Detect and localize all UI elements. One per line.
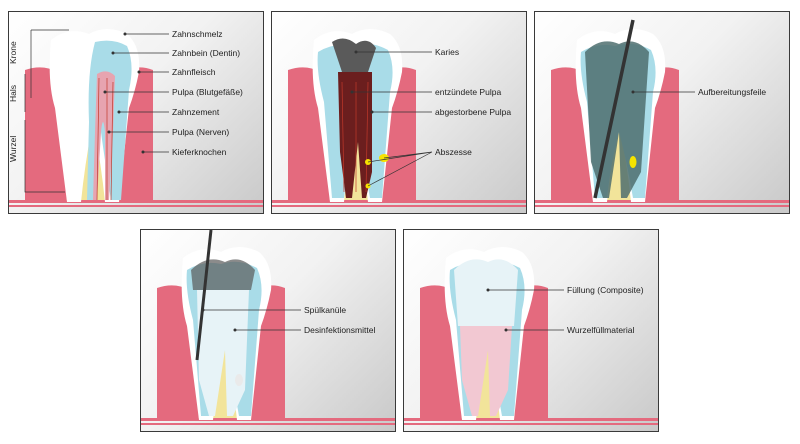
root-bracket [24,120,65,193]
pulp-vessels [96,77,114,201]
panel-irrigation: Spülkanüle Desinfektionsmittel [140,229,396,432]
label-dentin: Zahnbein (Dentin) [172,48,240,58]
label-cementum: Zahnzement [172,107,220,117]
label-root-filling: Wurzelfüllmaterial [567,325,635,335]
pulp-vessels [341,81,369,193]
label-pulp-nerves: Pulpa (Nerven) [172,127,229,137]
opened-crown [191,259,255,290]
filling-diagram: Füllung (Composite) Wurzelfüllmaterial [404,247,658,425]
label-cannula: Spülkanüle [304,305,346,315]
root-filling-material [460,326,512,416]
label-filling: Füllung (Composite) [567,285,644,295]
label-caries: Karies [435,47,459,57]
cannula-instrument [195,230,213,361]
disinfected-canal [197,290,249,416]
inflamed-pulp-shape [338,72,372,198]
zone-neck: Hals [9,85,18,102]
file-diagram: Aufbereitungsfeile [535,19,789,207]
label-jawbone: Kieferknochen [172,147,227,157]
base-line-top [272,200,526,203]
abscess-healing [235,374,243,386]
label-pulp-vessels: Pulpa (Blutgefäße) [172,87,243,97]
base-line-bottom [272,205,526,207]
label-abscesses: Abszesse [435,147,472,157]
composite-filling [454,259,518,326]
label-dead-pulp: abgestorbene Pulpa [435,107,511,117]
label-enamel: Zahnschmelz [172,29,223,39]
panel-filling: Füllung (Composite) Wurzelfüllmaterial [403,229,659,432]
panel-anatomy: Krone Hals Wurzel Zahnschmelz Zahnbein (… [8,11,264,214]
base-line-bottom [535,205,789,207]
irrigation-diagram: Spülkanüle Desinfektionsmittel [141,230,395,425]
zone-root: Wurzel [9,136,18,162]
base-line-top [141,418,395,421]
base-line-bottom [141,423,395,425]
base-line-top [404,418,658,421]
panel-infection: Karies entzündete Pulpa abgestorbene Pul… [271,11,527,214]
label-gum: Zahnfleisch [172,67,216,77]
file-instrument [593,19,635,199]
base-line-bottom [404,423,658,425]
base-line-top [9,200,263,203]
panel-file: Aufbereitungsfeile [534,11,790,214]
label-file: Aufbereitungsfeile [698,87,766,97]
abscess-remnant [629,156,637,168]
label-disinfectant: Desinfektionsmittel [304,325,375,335]
label-inflamed-pulp: entzündete Pulpa [435,87,501,97]
caries-shape [332,38,376,72]
anatomy-diagram: Krone Hals Wurzel Zahnschmelz Zahnbein (… [9,29,263,207]
base-line-top [535,200,789,203]
zone-crown: Krone [9,41,18,64]
infection-diagram: Karies entzündete Pulpa abgestorbene Pul… [272,29,526,207]
base-line-bottom [9,205,263,207]
crown-bracket [30,29,69,98]
